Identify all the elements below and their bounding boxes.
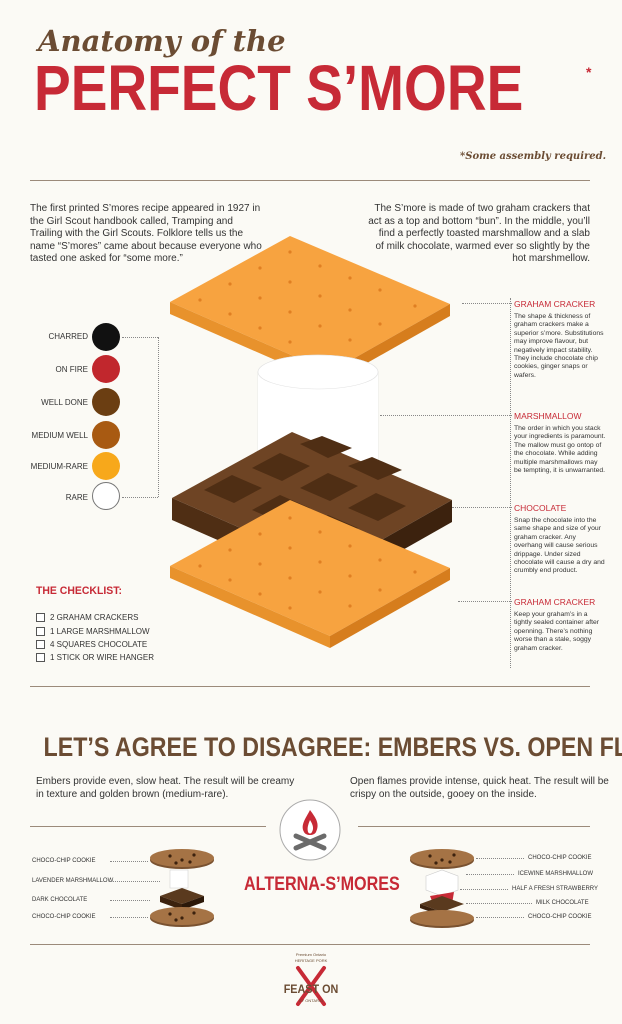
main-title: PERFECT S’MORE xyxy=(34,52,524,124)
alt-left-connector xyxy=(110,900,150,901)
alt-right-label: CHOCO-CHIP COOKIE xyxy=(528,914,592,920)
alt-left-label: CHOCO-CHIP COOKIE xyxy=(32,858,96,864)
alt-right-label: ICEWINE MARSHMALLOW xyxy=(518,871,594,877)
checklist-item[interactable]: 1 LARGE MARSHMALLOW xyxy=(36,627,150,636)
debate-title: LET’S AGREE TO DISAGREE: EMBERS VS. OPEN… xyxy=(43,732,622,762)
lavender-smore-illustration xyxy=(150,849,214,927)
feast-on-logo: Premium Ontario HERITAGE PORK FEAST ON B… xyxy=(276,952,346,1018)
checkbox[interactable] xyxy=(36,653,45,662)
alterna-title: ALTERNA-S’MORES xyxy=(244,874,400,895)
callout-body-chocolate: Snap the chocolate into the same shape a… xyxy=(514,517,605,575)
checklist-item[interactable]: 2 GRAHAM CRACKERS xyxy=(36,613,138,622)
checkbox[interactable] xyxy=(36,627,45,636)
bottom-graham-cracker xyxy=(170,500,450,648)
charred-swatch xyxy=(92,323,120,351)
doneness-label-rare: RARE xyxy=(65,493,88,502)
checkbox[interactable] xyxy=(36,613,45,622)
callout-title-chocolate: CHOCOLATE xyxy=(514,503,567,513)
smore-exploded-illustration xyxy=(170,236,452,648)
alt-right-connector xyxy=(466,874,514,875)
callout-connector-graham-top xyxy=(462,303,512,304)
fork-knife-icon xyxy=(296,966,326,1006)
callout-connector-marshmallow xyxy=(380,415,512,416)
alt-right-label: CHOCO-CHIP COOKIE xyxy=(528,855,592,861)
intro-left-text: The first printed S’mores recipe appeare… xyxy=(30,203,262,264)
rare-swatch xyxy=(92,482,120,510)
alt-right-label: MILK CHOCOLATE xyxy=(536,900,589,906)
well-done-swatch xyxy=(92,388,120,416)
medium-rare-swatch xyxy=(92,452,120,480)
callout-title-marshmallow: MARSHMALLOW xyxy=(514,411,582,421)
alt-left-label: DARK CHOCOLATE xyxy=(32,897,88,903)
logo-name: FEAST ON xyxy=(283,982,339,996)
callout-title-graham-bottom: GRAHAM CRACKER xyxy=(514,597,596,607)
logo-top-text: Premium Ontario xyxy=(295,952,327,957)
legend-connector-bottom xyxy=(122,497,158,498)
callout-connector-graham-bottom xyxy=(458,601,512,602)
alt-right-connector xyxy=(476,917,524,918)
callout-body-graham-top: The shape & thickness of graham crackers… xyxy=(514,313,604,379)
doneness-label-charred: CHARRED xyxy=(48,332,88,341)
title-asterisk: * xyxy=(586,64,592,80)
assembly-note: *Some assembly required. xyxy=(460,151,607,162)
alt-left-connector xyxy=(110,861,148,862)
left-divider xyxy=(30,826,266,827)
checklist-title: THE CHECKLIST: xyxy=(36,585,122,597)
alt-left-connector xyxy=(110,881,160,882)
callout-connector-chocolate xyxy=(452,507,512,508)
icewine-smore-illustration xyxy=(410,849,474,928)
footer-divider xyxy=(30,944,590,945)
alt-left-label: LAVENDER MARSHMALLOW xyxy=(32,878,114,884)
alt-left-label: CHOCO-CHIP COOKIE xyxy=(32,914,96,920)
checklist-item[interactable]: 4 SQUARES CHOCOLATE xyxy=(36,640,147,649)
logo-bottom-text: BY ONTARIO xyxy=(298,998,324,1003)
legend-connector-vertical xyxy=(158,337,159,497)
script-title: Anatomy of the xyxy=(38,24,286,58)
campfire-icon xyxy=(279,799,341,861)
doneness-label-medium-well: MEDIUM WELL xyxy=(31,431,88,440)
doneness-label-on-fire: ON FIRE xyxy=(55,365,88,374)
alt-right-connector xyxy=(476,858,524,859)
legend-connector xyxy=(122,337,158,338)
alt-left-connector xyxy=(110,917,148,918)
logo-sub-text: HERITAGE PORK xyxy=(294,958,328,963)
doneness-label-well-done: WELL DONE xyxy=(41,398,88,407)
alt-right-connector xyxy=(460,889,508,890)
callout-body-marshmallow: The order in which you stack your ingred… xyxy=(514,425,606,475)
checklist-item[interactable]: 1 STICK OR WIRE HANGER xyxy=(36,653,154,662)
callout-vertical-line xyxy=(510,298,511,668)
doneness-label-medium-rare: MEDIUM-RARE xyxy=(30,462,88,471)
checkbox[interactable] xyxy=(36,640,45,649)
intro-right-text: The S’more is made of two graham cracker… xyxy=(368,203,590,264)
embers-text: Embers provide even, slow heat. The resu… xyxy=(36,776,295,800)
header-divider xyxy=(30,180,590,181)
right-divider xyxy=(358,826,590,827)
alt-right-connector xyxy=(466,903,532,904)
medium-well-swatch xyxy=(92,421,120,449)
section-divider xyxy=(30,686,590,687)
callout-title-graham-top: GRAHAM CRACKER xyxy=(514,299,596,309)
callout-body-graham-bottom: Keep your graham’s in a tightly sealed c… xyxy=(514,611,600,652)
alt-right-label: HALF A FRESH STRAWBERRY xyxy=(512,886,599,892)
on-fire-swatch xyxy=(92,355,120,383)
flames-text: Open flames provide intense, quick heat.… xyxy=(350,776,609,800)
